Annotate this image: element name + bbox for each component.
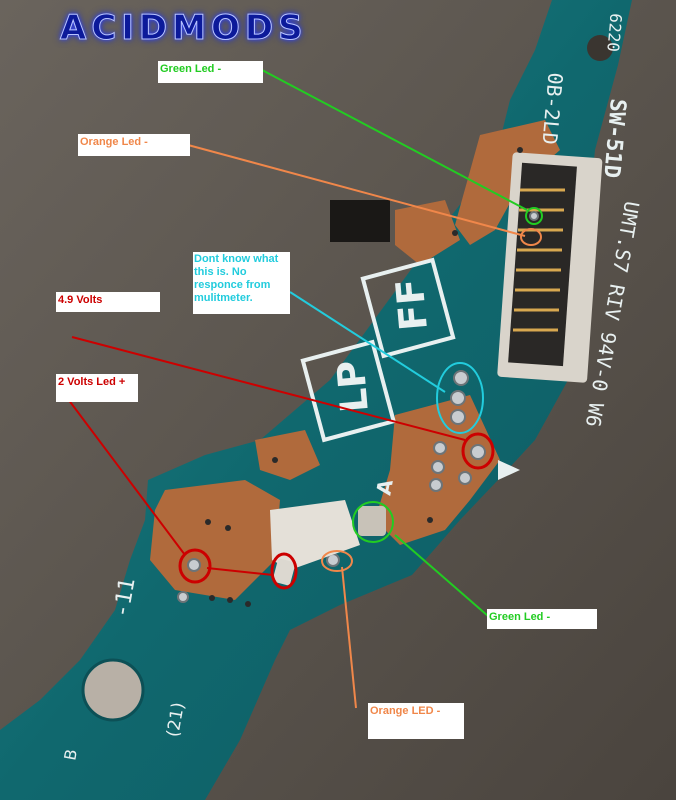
pointer-line-green-bottom [394,534,489,617]
marker-green-top [525,207,543,225]
marker-2v-left [178,548,212,584]
pointer-line-green-top [261,69,528,211]
acidmods-logo: ACIDMODS [60,8,308,49]
label-2-volts-led: 2 Volts Led + [56,374,138,402]
silkscreen-lp: LP [329,359,377,415]
label-orange-led-bottom: Orange LED - [368,703,464,739]
label-green-led-top: Green Led - [158,61,263,83]
silkscreen-arrow [498,460,520,480]
pointer-line-4-9v [71,336,466,441]
pointer-line-orange-top [187,144,526,237]
pointer-line-2v-bridge [206,567,274,576]
mount-hole [587,35,613,61]
led-chip [358,506,386,536]
label-green-led-bottom: Green Led - [487,609,597,629]
label-4-9-volts: 4.9 Volts [56,292,160,312]
marker-4-9v [461,432,495,470]
marker-orange-bottom [321,550,353,572]
led-component [270,500,360,570]
pointer-line-orange-bottom [341,566,357,709]
marker-unknown [436,362,484,434]
marker-2v-right [270,552,298,590]
vias [205,147,523,607]
copper-area [255,430,320,480]
test-pads [177,211,539,603]
copper-area [150,480,280,600]
copper-area [395,200,460,265]
label-orange-led-top: Orange Led - [78,134,190,156]
label-unknown-pads: Dont know what this is. No responce from… [193,252,290,314]
silkscreen-b: B [60,748,81,762]
led-chip [272,558,296,586]
copper-area [455,120,560,245]
silkscreen-ff-box [360,257,456,359]
pointer-line-unknown [289,291,446,393]
silkscreen-a: A [371,477,397,497]
marker-orange-top [520,228,542,246]
black-tab [330,200,390,242]
silkscreen-6220: 6220 [603,13,625,53]
pointer-line-2v [67,398,186,556]
mount-hole [83,660,143,720]
silkscreen-ff: FF [388,277,436,333]
marker-green-bottom [352,501,394,543]
